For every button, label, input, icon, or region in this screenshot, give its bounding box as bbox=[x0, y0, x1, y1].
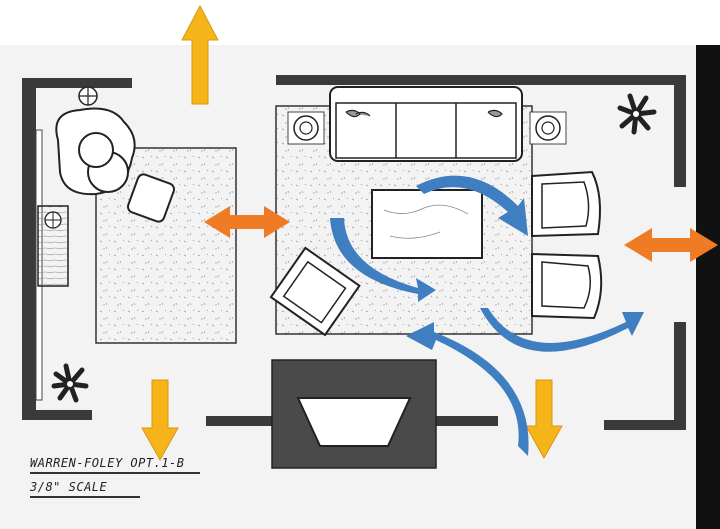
top-margin bbox=[0, 0, 720, 45]
top-wall-right bbox=[276, 75, 686, 85]
drawing-scale: 3/8" SCALE bbox=[30, 480, 108, 494]
floor-lamp-left bbox=[78, 86, 98, 106]
arrow-icon bbox=[480, 308, 644, 352]
lounge-chair bbox=[55, 107, 136, 196]
entry-arrow-top bbox=[181, 4, 219, 105]
coffee-table bbox=[371, 189, 483, 259]
chair-icon bbox=[531, 170, 601, 238]
exterior-dark-edge bbox=[696, 45, 720, 529]
plant-icon bbox=[51, 363, 89, 403]
table-lamp-console bbox=[44, 211, 62, 229]
cross-arrow-left bbox=[204, 206, 290, 238]
media-cabinet bbox=[271, 359, 437, 469]
scale-underline bbox=[30, 496, 140, 498]
entry-arrow-bottom-left bbox=[141, 379, 179, 462]
arrow-icon bbox=[204, 206, 718, 262]
sofa-icon bbox=[329, 86, 523, 162]
entry-arrow-bottom-right bbox=[525, 379, 563, 460]
arrow-icon bbox=[416, 175, 528, 236]
arrow-icon bbox=[406, 322, 529, 456]
bottom-wall-left bbox=[22, 410, 92, 420]
bottom-wall-right bbox=[604, 420, 686, 430]
console-table bbox=[37, 205, 69, 287]
circulation-arrows bbox=[330, 175, 644, 456]
right-wall-upper bbox=[674, 75, 686, 187]
arrow-icon bbox=[141, 4, 563, 462]
chair-icon bbox=[531, 252, 603, 320]
chair-icon bbox=[269, 246, 361, 337]
ottoman bbox=[126, 173, 176, 223]
arrow-icon bbox=[330, 218, 436, 302]
title-underline bbox=[30, 472, 200, 474]
drawing-title: WARREN-FOLEY OPT.1-B bbox=[30, 456, 185, 470]
top-wall-left bbox=[22, 78, 132, 88]
cross-arrow-right bbox=[624, 228, 718, 262]
right-wall-lower bbox=[674, 322, 686, 430]
lamp-icon bbox=[287, 111, 325, 145]
lamp-icon bbox=[529, 111, 567, 145]
left-wall bbox=[22, 78, 36, 420]
plant-icon bbox=[617, 93, 657, 135]
